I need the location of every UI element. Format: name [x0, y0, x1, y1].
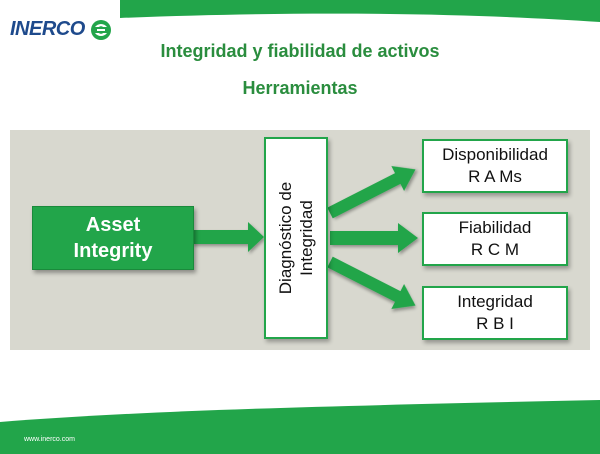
- header-band: [120, 0, 600, 22]
- output-title: Disponibilidad: [442, 145, 548, 164]
- output-box-disponibilidad: Disponibilidad R A Ms: [422, 139, 568, 193]
- footer-url[interactable]: www.inerco.com: [24, 436, 75, 443]
- logo-mark-icon: [90, 19, 111, 40]
- output-box-integridad: Integridad R B I: [422, 286, 568, 340]
- footer-band: [0, 400, 600, 454]
- output-code: R C M: [470, 240, 520, 259]
- asset-line1: Asset: [85, 214, 141, 236]
- page-title: Integridad y fiabilidad de activos: [160, 41, 440, 61]
- asset-line2: Integrity: [73, 240, 153, 262]
- diagnostic-box: Diagnóstico de Integridad: [264, 137, 328, 339]
- asset-integrity-box: Asset Integrity: [32, 206, 194, 270]
- inerco-logo: INERCO: [10, 18, 112, 41]
- output-title: Fiabilidad: [458, 218, 532, 237]
- page-subtitle: Herramientas: [242, 78, 358, 98]
- logo-text: INERCO: [10, 18, 85, 40]
- diagnostic-line2: Integridad: [297, 200, 316, 276]
- output-title: Integridad: [457, 292, 533, 311]
- output-code: R B I: [476, 314, 514, 333]
- output-code: R A Ms: [468, 167, 522, 186]
- diagnostic-line1: Diagnóstico de: [276, 181, 295, 295]
- diagnostic-label: Diagnóstico de Integridad: [275, 182, 317, 294]
- output-box-fiabilidad: Fiabilidad R C M: [422, 212, 568, 266]
